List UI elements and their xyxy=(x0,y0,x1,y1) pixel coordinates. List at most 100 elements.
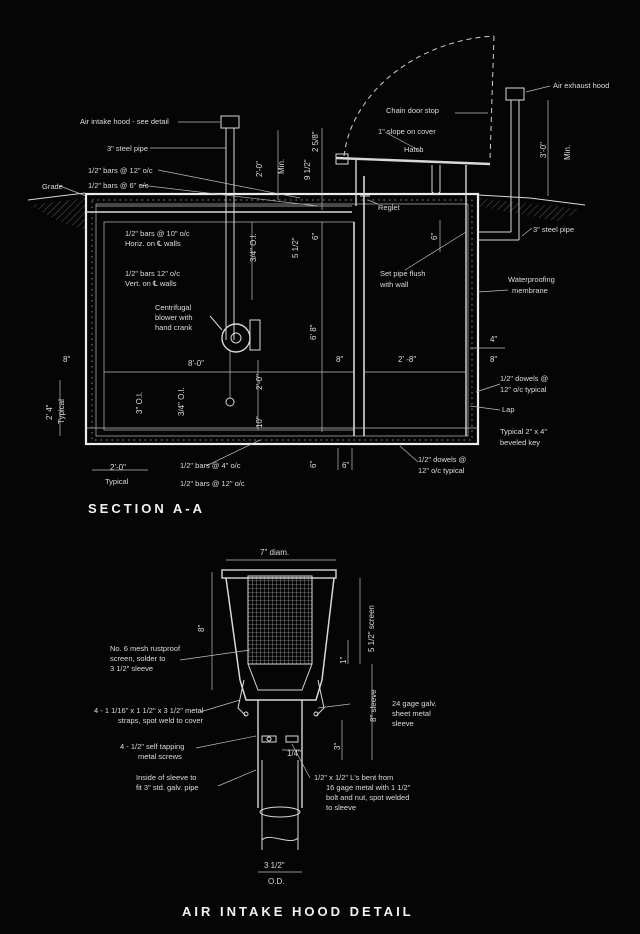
centrifugal-blower xyxy=(209,315,261,353)
dim-min: Min. xyxy=(277,159,286,174)
dim-4: 4" xyxy=(490,335,497,344)
hood-mesh-a: No. 6 mesh rustproof xyxy=(110,644,181,653)
hood-body xyxy=(225,577,335,701)
dim-2-0c: 2'-0" xyxy=(255,374,264,390)
hood-diam: 7" diam. xyxy=(260,548,289,557)
label-dowels-a: 1/2" dowels @ xyxy=(500,374,548,383)
grade-right xyxy=(477,194,586,222)
hood-screws-a: 4 - 1/2" self tapping xyxy=(120,742,184,751)
label-lap: Lap xyxy=(502,405,515,414)
dim-8c: 8" xyxy=(490,355,497,364)
title-air-intake-hood: AIR INTAKE HOOD DETAIL xyxy=(182,904,414,919)
dim-3-4-ol2: 3/4" O.l. xyxy=(177,387,186,416)
dim-10: 10" xyxy=(255,416,264,428)
shelter-walls xyxy=(84,153,491,446)
dim-3-4-ol: 3/4" O.l. xyxy=(249,233,258,262)
hood-ls-a: 1/2" x 1/2" L's bent from xyxy=(314,773,393,782)
label-blower-a: Centrifugal xyxy=(155,303,192,312)
label-bars-10-b: Horiz. on ℄ walls xyxy=(125,239,181,248)
label-bars-4: 1/2" bars @ 4" o/c xyxy=(180,461,241,470)
dim-3-ol: 3" O.l. xyxy=(135,392,144,414)
label-bars-6: 1/2" bars @ 6" o/c xyxy=(88,181,149,190)
section-a-a-drawing: Air intake hood - see detail 3" steel pi… xyxy=(27,35,609,516)
label-reglet: Reglet xyxy=(378,203,401,212)
label-dowels2-b: 12" o/c typical xyxy=(418,466,465,475)
dim-2-5-8: 2 5/8" xyxy=(311,131,320,152)
mesh-screen xyxy=(247,575,313,665)
dim-3-0-min: 3'-0" xyxy=(539,142,548,158)
inner-wall xyxy=(95,203,469,437)
hood-mesh-c: 3 1/2" sleeve xyxy=(110,664,153,673)
dim-2-4: 2' 4" xyxy=(45,404,54,420)
outer-wall xyxy=(84,192,480,446)
hood-inside-b: fit 3" std. galv. pipe xyxy=(136,783,199,792)
hood-ls-d: to sleeve xyxy=(326,803,356,812)
label-blower-b: blower with xyxy=(155,313,193,322)
dim-min2: Min. xyxy=(563,145,572,160)
label-bars-12v-b: Vert. on ℄ walls xyxy=(125,279,177,288)
hood-sleeve-8: 8" sleeve xyxy=(369,689,378,722)
dim-6-8: 6' 8" xyxy=(309,324,318,340)
hood-straps-a: 4 - 1 1/16" x 1 1/2" x 3 1/2" metal xyxy=(94,706,204,715)
air-intake-hood-detail: 7" diam. 8" 5 1/2" screen 1" No. 6 mesh … xyxy=(94,548,436,919)
air-intake-pipe xyxy=(220,115,240,407)
label-dowels2-a: 1/2" dowels @ xyxy=(418,455,466,464)
label-typical: Typical xyxy=(105,477,129,486)
label-bars-12: 1/2" bars @ 12" o/c xyxy=(88,166,153,175)
hood-dim-1: 1" xyxy=(339,657,348,664)
hood-od-a: 3 1/2" xyxy=(264,861,285,870)
hood-inside-a: Inside of sleeve to xyxy=(136,773,196,782)
label-steel-pipe: 3" steel pipe xyxy=(107,144,148,153)
label-key-b: beveled key xyxy=(500,438,540,447)
hood-od-b: O.D. xyxy=(268,877,284,886)
door-swing-arc xyxy=(343,35,495,157)
label-bars-12b: 1/2" bars @ 12" o/c xyxy=(180,479,245,488)
hood-dim-1-4: 1/4" xyxy=(287,749,301,758)
strap-right xyxy=(315,679,325,717)
grade-left xyxy=(27,192,86,230)
dim-6b: 6" xyxy=(430,233,439,240)
hood-mesh-b: screen, solder to xyxy=(110,654,165,663)
label-hatch: Hatch xyxy=(404,145,424,154)
hood-screen-5-1-2: 5 1/2" screen xyxy=(367,605,376,652)
label-set-pipe-b: with wall xyxy=(379,280,409,289)
hood-dim-3: 3" xyxy=(333,743,342,750)
label-grade: Grade xyxy=(42,182,63,191)
dim-6d: 6" xyxy=(342,461,349,470)
label-waterproof-b: membrane xyxy=(512,286,548,295)
strap-left xyxy=(237,679,247,717)
label-blower-c: hand crank xyxy=(155,323,192,332)
label-air-intake-hood: Air intake hood - see detail xyxy=(80,117,169,126)
hood-screws-b: metal screws xyxy=(138,752,182,761)
label-bars-12v-a: 1/2" bars 12" o/c xyxy=(125,269,180,278)
hood-ls-b: 16 gage metal with 1 1/2" xyxy=(326,783,411,792)
hood-gage-a: 24 gage galv. xyxy=(392,699,436,708)
label-air-exhaust-hood: Air exhaust hood xyxy=(553,81,609,90)
chain-door-stop xyxy=(489,35,495,161)
label-key-a: Typical 2" x 4" xyxy=(500,427,547,436)
label-bars-10-a: 1/2" bars @ 10" o/c xyxy=(125,229,190,238)
label-dowels-b: 12" o/c typical xyxy=(500,385,547,394)
hood-dim-8: 8" xyxy=(197,625,206,632)
label-slope-cover: 1" slope on cover xyxy=(378,127,436,136)
hood-gage-c: sleeve xyxy=(392,719,414,728)
hood-gage-b: sheet metal xyxy=(392,709,431,718)
hood-ls-c: bolt and nut, spot welded xyxy=(326,793,409,802)
label-chain-door-stop: Chain door stop xyxy=(386,106,439,115)
hatch-cover xyxy=(335,156,491,166)
dim-6c: 6" xyxy=(309,461,318,468)
dim-9-1-2: 9 1/2" xyxy=(303,159,312,180)
label-set-pipe-a: Set pipe flush xyxy=(380,269,425,278)
dim-typical-v: Typical xyxy=(57,399,66,424)
dim-2-0-min: 2'-0" xyxy=(255,161,264,177)
dimension-lines xyxy=(59,100,549,471)
dim-2-0b: 2'-0" xyxy=(110,463,126,472)
dim-8a: 8" xyxy=(63,355,70,364)
title-section-a-a: SECTION A-A xyxy=(88,501,205,516)
leader-lines xyxy=(59,85,551,467)
air-exhaust-pipe xyxy=(478,87,525,241)
dim-8-0: 8'-0" xyxy=(188,359,204,368)
label-steel-pipe-right: 3" steel pipe xyxy=(533,225,574,234)
dim-8b: 8" xyxy=(336,355,343,364)
